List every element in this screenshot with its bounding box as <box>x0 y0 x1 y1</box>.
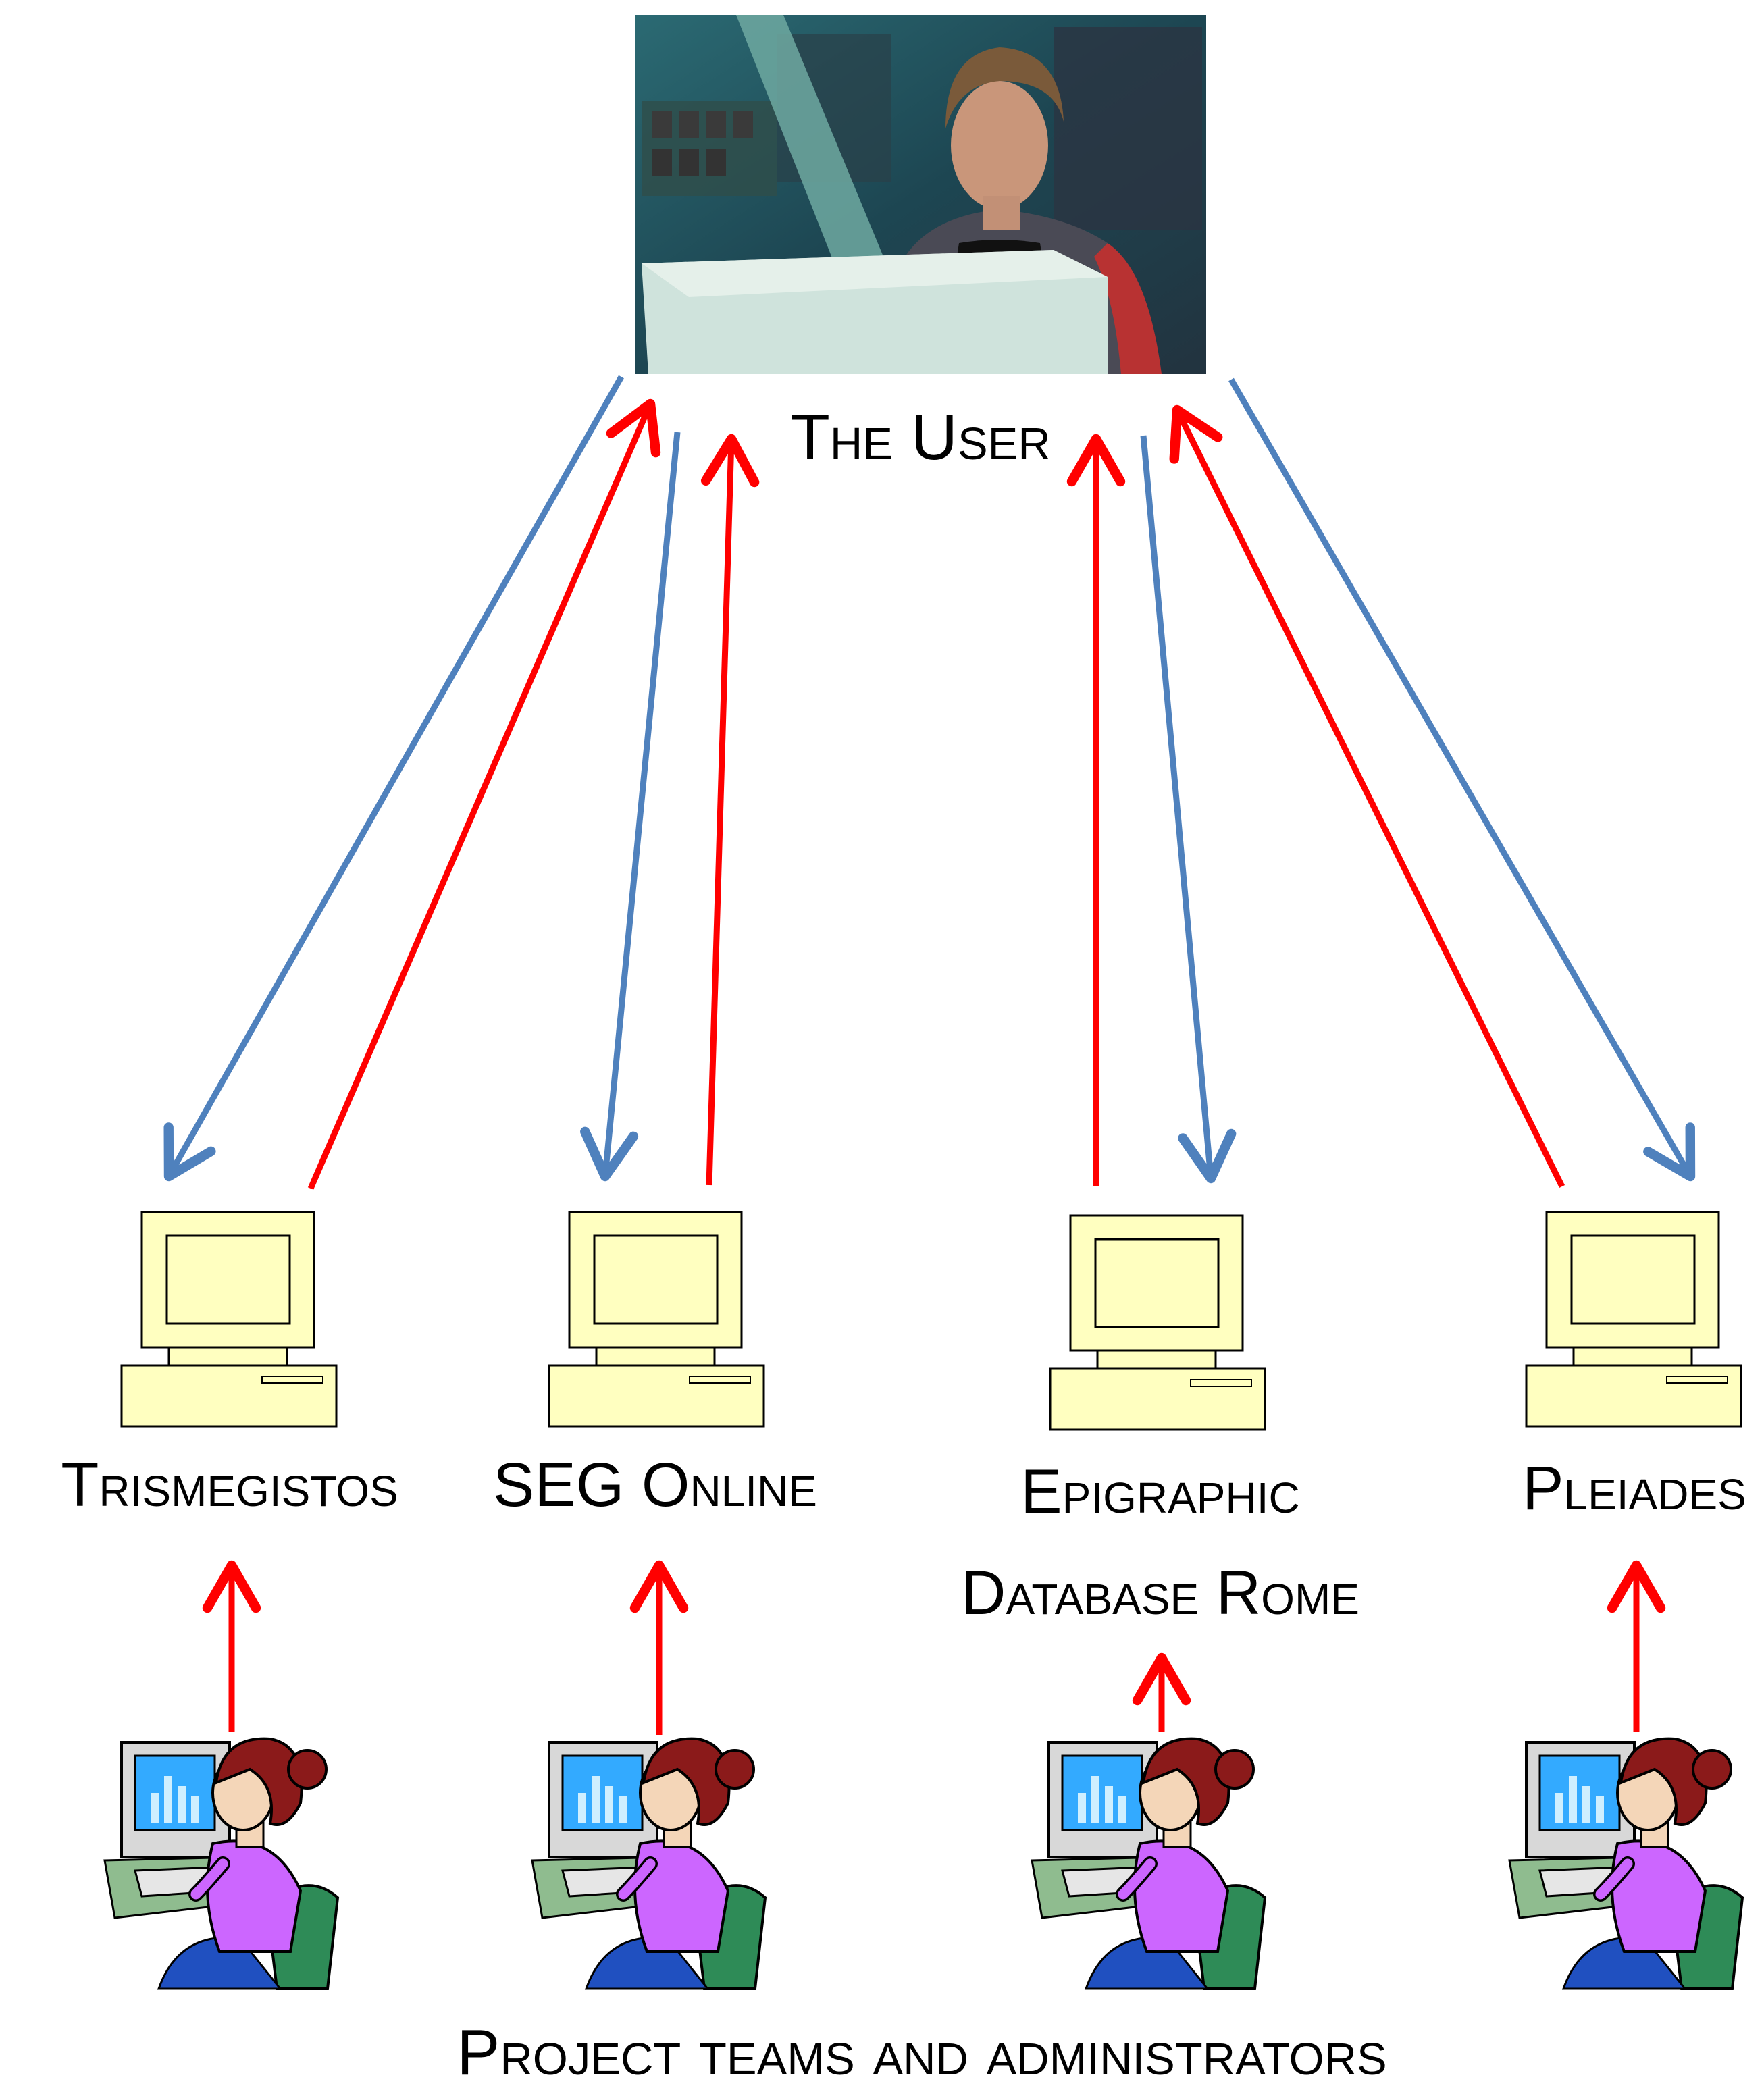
footer-label: Project teams and administrators <box>457 2016 1386 2088</box>
admin-at-computer-icon-trismegistos <box>103 1737 340 1990</box>
download-arrow-edr <box>1140 435 1237 1184</box>
download-arrow-pleiades <box>1228 377 1696 1182</box>
upload-arrow-pleiades <box>1169 404 1565 1188</box>
database-label-edr-line-1: Epigraphic <box>1020 1457 1299 1526</box>
database-label-pleiades: Pleiades <box>1522 1454 1746 1523</box>
database-label-edr-line-2: Database Rome <box>961 1559 1359 1627</box>
download-arrow-trismegistos <box>163 375 624 1182</box>
arrows-layer <box>163 375 1696 1735</box>
database-label-trismegistos: Trismegistos <box>61 1451 398 1519</box>
download-arrow-seg-online <box>580 432 681 1182</box>
admin-at-computer-icon-pleiades <box>1508 1737 1744 1990</box>
computer-icon-pleiades <box>1525 1211 1742 1428</box>
upload-arrow-seg-online <box>700 434 760 1186</box>
computer-icon-trismegistos <box>120 1211 338 1428</box>
database-label-seg-online: SEG Online <box>493 1451 817 1519</box>
computer-icon-seg-online <box>548 1211 765 1428</box>
admin-at-computer-icon-seg-online <box>531 1737 767 1990</box>
admin-at-computer-icon-edr <box>1031 1737 1267 1990</box>
database-computers <box>120 1211 1742 1431</box>
computer-icon-edr <box>1049 1214 1266 1431</box>
user-label: The User <box>790 401 1050 473</box>
upload-arrow-trismegistos <box>307 398 661 1190</box>
admin-figures <box>103 1737 1744 1990</box>
user-photo <box>635 15 1206 374</box>
